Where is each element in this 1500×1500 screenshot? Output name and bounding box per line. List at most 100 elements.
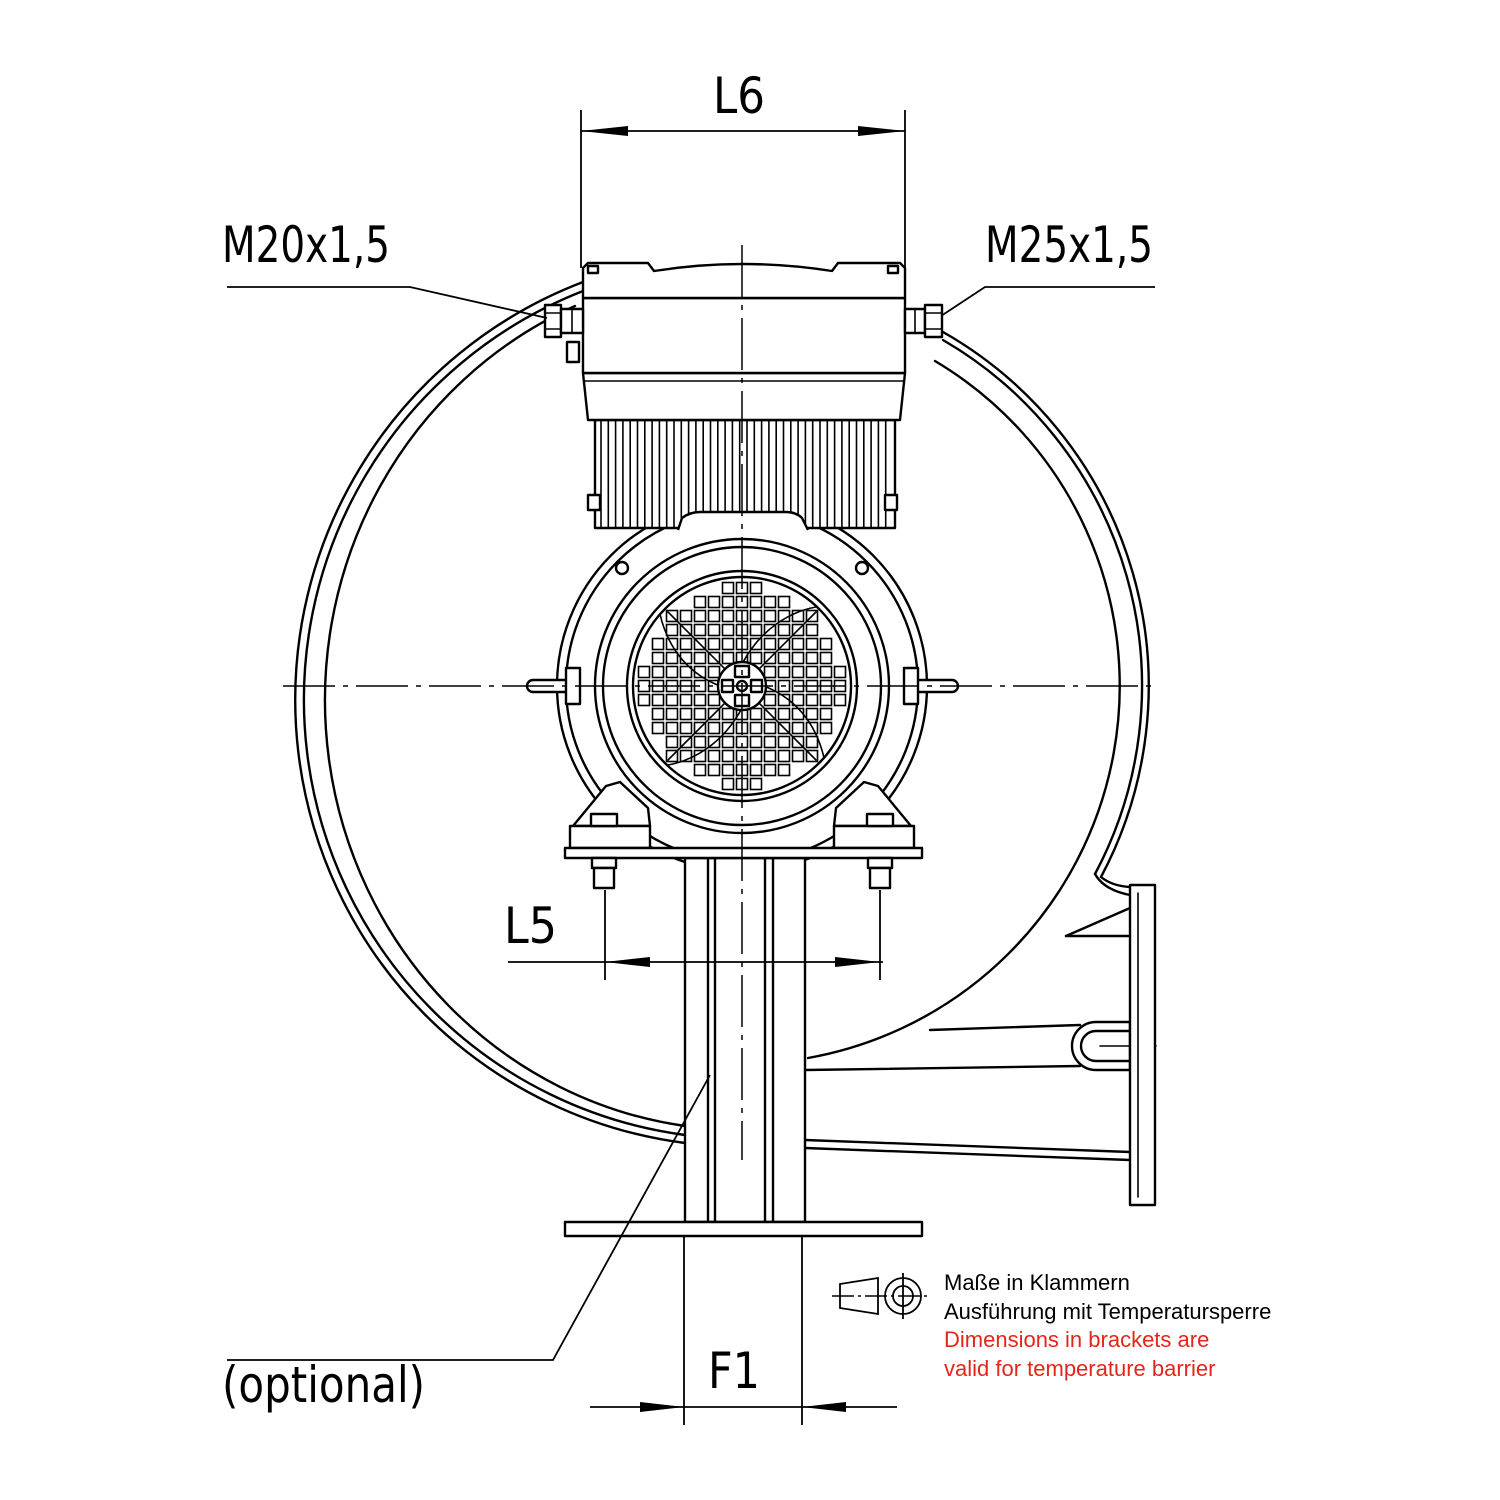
fan-guard-opening — [763, 623, 777, 637]
fan-guard-opening — [791, 693, 805, 707]
fan-guard-opening — [651, 651, 665, 665]
fan-guard-opening — [805, 721, 819, 735]
fan-guard-opening — [665, 651, 679, 665]
housing-inner-right-edge — [806, 359, 1121, 1060]
motor-foot-base-right — [832, 824, 916, 850]
fan-guard-opening — [763, 749, 777, 763]
housing-outer-right-second-edge — [941, 338, 1144, 876]
fan-guard-opening — [763, 651, 777, 665]
fan-guard-opening — [679, 609, 693, 623]
dimension-l5: L5 — [504, 890, 883, 980]
dimension-f1: F1 — [590, 1236, 897, 1425]
fan-guard-opening — [707, 693, 721, 707]
fan-guard-opening — [679, 693, 693, 707]
fan-guard-opening — [637, 665, 651, 679]
optional-stand-leader — [227, 1074, 711, 1361]
fin-clip-right — [883, 493, 899, 512]
fan-guard-opening — [749, 763, 763, 777]
fan-guard-opening — [707, 707, 721, 721]
fan-guard-opening — [721, 763, 735, 777]
fan-guard-opening — [819, 651, 833, 665]
fan-guard-opening — [665, 665, 679, 679]
fan-guard-opening — [805, 735, 819, 749]
outlet-gusset-diagonal — [1064, 906, 1132, 938]
fan-guard-opening — [665, 693, 679, 707]
dimension-l6-extension-lines — [580, 110, 906, 268]
fan-guard-opening — [693, 693, 707, 707]
fan-guard-opening — [665, 721, 679, 735]
foot-bolt-head-left — [589, 812, 619, 828]
motor-top-hump — [676, 510, 810, 531]
fan-guard-opening — [693, 763, 707, 777]
foot-nut-left — [590, 856, 618, 870]
dimension-l6: L6 — [580, 67, 906, 268]
cable-gland-left-nut — [543, 303, 563, 339]
fan-guard-opening — [749, 735, 763, 749]
legend-german-line-1: Maße in Klammern — [944, 1270, 1130, 1295]
fan-guard-opening — [721, 707, 735, 721]
outlet-drain-bracket-inner — [1079, 1029, 1132, 1063]
fan-guard-opening — [777, 763, 791, 777]
fan-guard-opening — [749, 637, 763, 651]
fan-guard-opening — [749, 749, 763, 763]
fan-guard-opening — [707, 623, 721, 637]
fan-guard-opening — [679, 637, 693, 651]
outlet-middle-line-lower — [803, 1064, 1082, 1072]
fan-guard-opening — [707, 665, 721, 679]
housing-outer-left-edge — [294, 280, 687, 1145]
fan-hub-slot — [733, 664, 751, 679]
fan-blade — [741, 605, 823, 665]
motor-screw — [614, 560, 630, 576]
thread-label-left: M20x1,5 — [222, 216, 390, 274]
dimension-l5-arrow-right — [835, 957, 880, 967]
fan-blade — [657, 603, 721, 687]
fan-guard-opening — [707, 721, 721, 735]
fan-guard-opening — [791, 721, 805, 735]
fan-guard-opening — [749, 623, 763, 637]
cooling-fins — [600, 420, 887, 528]
fan-guard-opening — [819, 721, 833, 735]
fan-guard-opening — [805, 651, 819, 665]
fan-blade — [661, 707, 743, 767]
fan-guard-opening — [763, 735, 777, 749]
fan-guard-opening — [707, 651, 721, 665]
fan-guard-opening — [749, 595, 763, 609]
dimension-f1-label: F1 — [708, 1342, 760, 1400]
fan-guard-opening — [693, 707, 707, 721]
fan-guard-opening — [805, 707, 819, 721]
motor-foot-base-left — [568, 824, 652, 850]
dimension-f1-arrow-right — [802, 1402, 846, 1412]
dimension-f1-arrow-left — [640, 1402, 684, 1412]
fan-guard-opening — [665, 749, 679, 763]
thread-leader-left — [227, 286, 548, 319]
fan-guard-opening — [707, 749, 721, 763]
fan-guard-opening — [693, 595, 707, 609]
projection-symbol — [832, 1273, 928, 1319]
fan-guard-opening — [665, 623, 679, 637]
fan-guard-opening — [679, 735, 693, 749]
fan-guard-opening — [791, 609, 805, 623]
fan-guard-opening — [805, 623, 819, 637]
dimension-l6-arrow-right — [858, 126, 905, 136]
fan-guard-opening — [651, 707, 665, 721]
terminal-box — [565, 261, 907, 530]
fan-guard-opening — [763, 609, 777, 623]
foot-nut-right — [866, 856, 894, 870]
fan-guard-opening — [805, 609, 819, 623]
fan-guard-opening — [707, 735, 721, 749]
fan-guard-opening — [651, 721, 665, 735]
outlet-top-wall-inner — [1093, 872, 1132, 897]
motor-screw — [854, 560, 870, 576]
fan-guard-opening — [763, 693, 777, 707]
fan-guard-opening — [637, 693, 651, 707]
foot-nut-left-lower — [592, 866, 616, 890]
fan-guard-opening — [777, 735, 791, 749]
fan-guard-opening — [777, 623, 791, 637]
fan-guard-opening — [721, 749, 735, 763]
fan-guard-opening — [791, 749, 805, 763]
fan-guard-opening — [679, 749, 693, 763]
stand-column — [683, 856, 807, 1224]
fan-guard-opening — [707, 595, 721, 609]
fan-guard-opening — [749, 777, 763, 791]
fan-guard-opening — [693, 637, 707, 651]
